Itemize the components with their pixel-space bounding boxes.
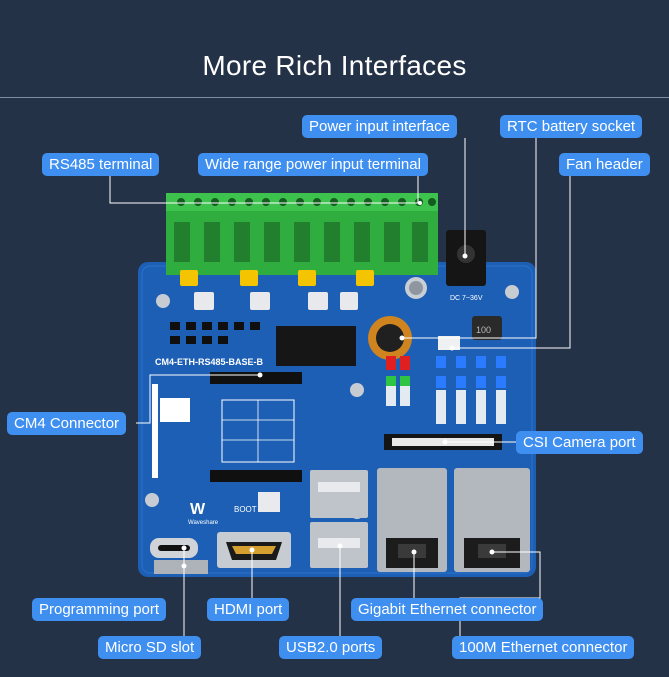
micro-sd-slot	[154, 560, 208, 574]
waveshare-logo: W	[190, 501, 206, 518]
dc-silk: DC 7~36V	[450, 295, 483, 302]
mount-hole	[156, 294, 170, 308]
terminal-blocks	[166, 193, 438, 275]
dip-switches	[180, 270, 374, 286]
svg-text:100: 100	[476, 325, 491, 335]
page-title: More Rich Interfaces	[202, 50, 467, 81]
mount-hole	[145, 493, 159, 507]
label-micro-sd: Micro SD slot	[98, 636, 202, 659]
label-csi-camera: CSI Camera port	[516, 431, 643, 454]
inductor	[472, 316, 502, 340]
main-ic	[276, 326, 356, 366]
title-divider	[0, 97, 669, 98]
cm4-connector-bottom	[210, 470, 302, 482]
boot-button	[258, 492, 280, 512]
label-hdmi-port: HDMI port	[207, 598, 290, 621]
ethernet-jack-gigabit	[377, 468, 447, 572]
label-rs485: RS485 terminal	[42, 153, 160, 176]
label-wide-range-power: Wide range power input terminal	[198, 153, 428, 176]
leds	[386, 356, 506, 424]
cm4-connector-top	[210, 372, 302, 384]
label-cm4-connector: CM4 Connector	[7, 412, 127, 435]
svg-text:BOOT: BOOT	[234, 505, 257, 514]
svg-text:Waveshare: Waveshare	[188, 520, 219, 526]
fan-header	[438, 336, 460, 350]
label-power-input: Power input interface	[302, 115, 457, 138]
label-gigabit-ethernet: Gigabit Ethernet connector	[351, 598, 544, 621]
board-name-silk: CM4-ETH-RS485-BASE-B	[155, 357, 264, 367]
label-usb-ports: USB2.0 ports	[279, 636, 383, 659]
label-100m-ethernet: 100M Ethernet connector	[452, 636, 635, 659]
mount-hole	[350, 383, 364, 397]
usb-port-upper	[310, 470, 368, 518]
label-rtc-battery: RTC battery socket	[500, 115, 643, 138]
label-programming-port: Programming port	[32, 598, 167, 621]
label-fan-header: Fan header	[559, 153, 650, 176]
mount-hole	[505, 285, 519, 299]
ethernet-jack-100m	[454, 468, 530, 572]
